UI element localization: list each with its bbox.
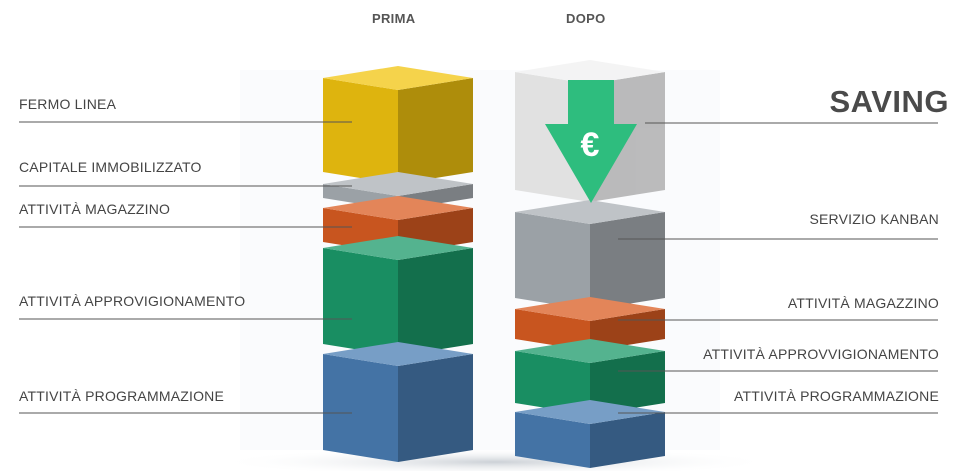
- euro-symbol: €: [581, 126, 600, 164]
- label-capitale-immobilizzato: CAPITALE IMMOBILIZZATO: [19, 159, 202, 175]
- dopo-block-attivita-approvvigionamento: [515, 339, 665, 415]
- label-fermo-linea: FERMO LINEA: [19, 96, 117, 112]
- floor-shadow: [215, 448, 775, 471]
- label-attivita-approvvigionamento-dopo: ATTIVITÀ APPROVVIGIONAMENTO: [703, 346, 939, 362]
- label-attivita-magazzino-dopo: ATTIVITÀ MAGAZZINO: [787, 295, 939, 311]
- label-servizio-kanban: SERVIZIO KANBAN: [809, 211, 939, 227]
- dopo-header: DOPO: [566, 11, 606, 26]
- label-attivita-approvvigionamento-prima: ATTIVITÀ APPROVIGIONAMENTO: [19, 293, 246, 309]
- dopo-block-attivita-programmazione: [515, 400, 665, 468]
- saving-arrow-icon: €: [545, 80, 637, 203]
- label-attivita-programmazione-dopo: ATTIVITÀ PROGRAMMAZIONE: [733, 388, 939, 404]
- prima-block-fermo-linea: [323, 66, 473, 184]
- prima-block-attivita-approvvigionamento: [323, 236, 473, 356]
- label-attivita-magazzino-prima: ATTIVITÀ MAGAZZINO: [19, 201, 171, 217]
- label-attivita-programmazione-prima: ATTIVITÀ PROGRAMMAZIONE: [19, 388, 225, 404]
- saving-label: SAVING: [829, 84, 949, 119]
- prima-header: PRIMA: [372, 11, 416, 26]
- dopo-block-servizio-kanban: [515, 200, 665, 310]
- prima-block-attivita-programmazione: [323, 342, 473, 462]
